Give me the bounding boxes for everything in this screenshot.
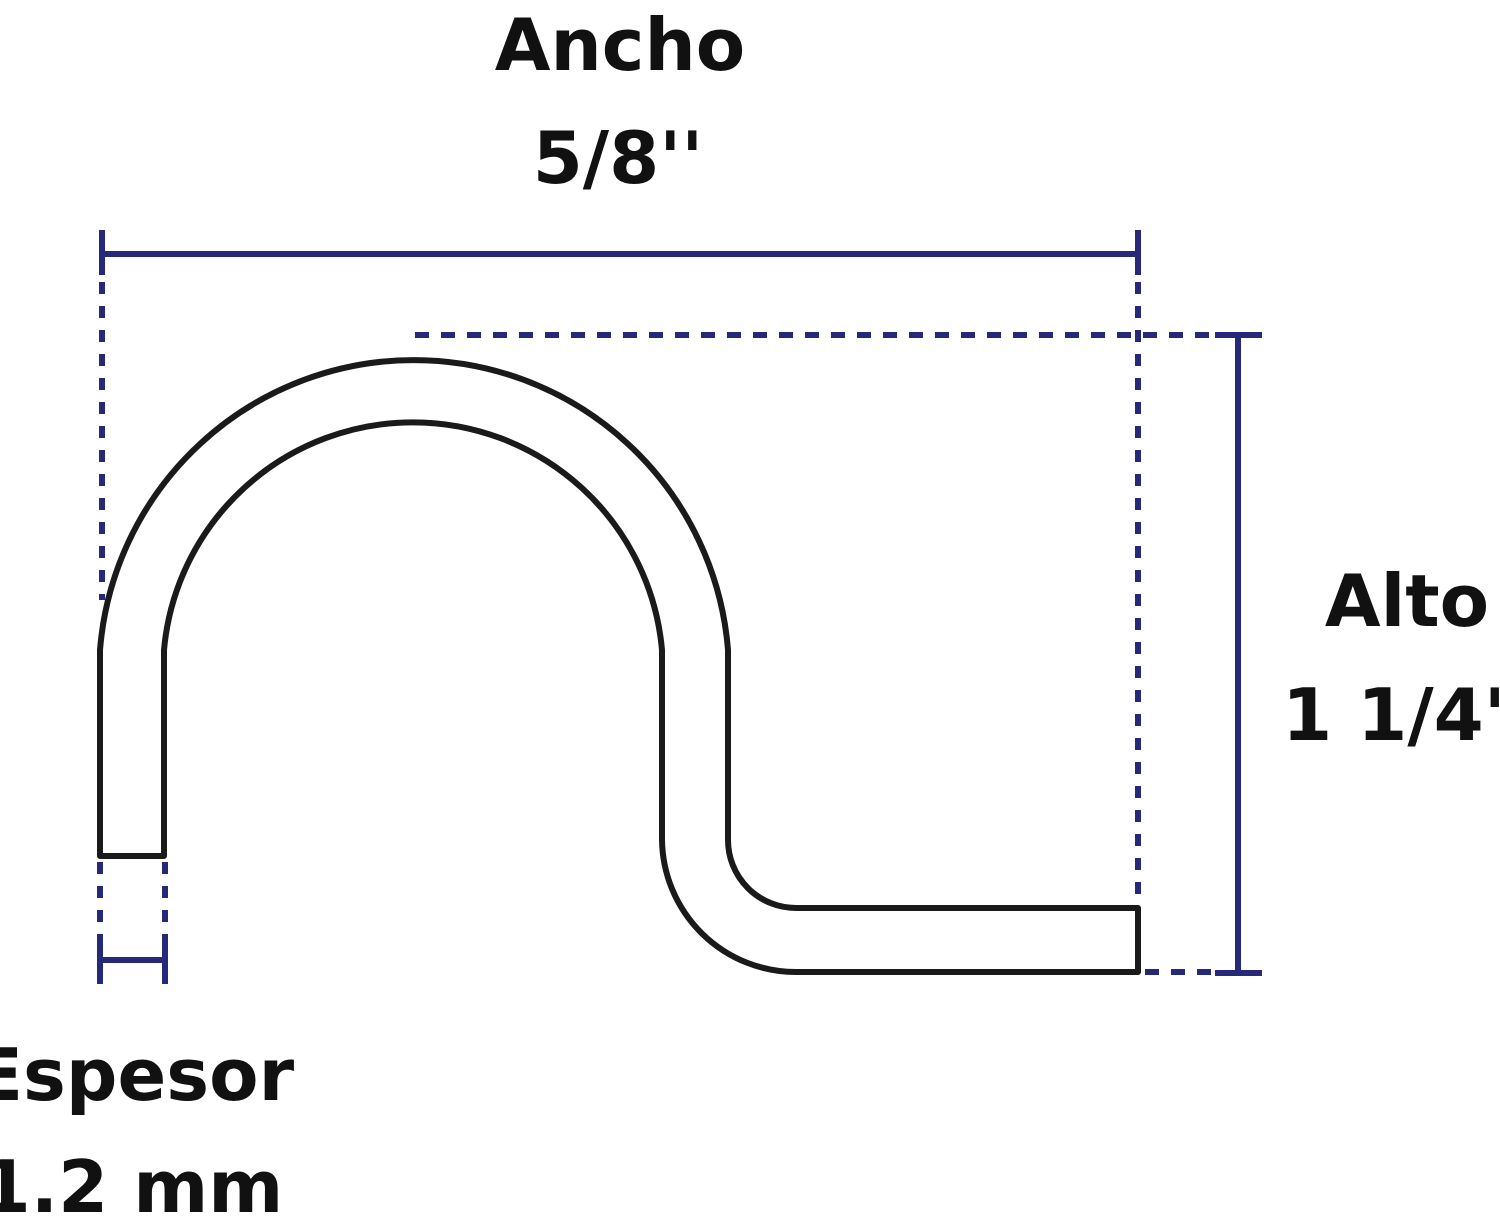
height-value: 1 1/4'' xyxy=(1282,673,1500,757)
thickness-dimension xyxy=(97,862,168,984)
width-label: Ancho xyxy=(495,3,745,87)
height-dimension xyxy=(415,332,1262,976)
width-value: 5/8'' xyxy=(533,116,704,200)
thickness-label: Espesor xyxy=(0,1033,295,1117)
thickness-value: 1.2 mm xyxy=(0,1145,283,1221)
clip-profile-outline xyxy=(97,357,1141,975)
width-dimension xyxy=(99,230,1141,900)
height-label: Alto xyxy=(1325,559,1489,643)
